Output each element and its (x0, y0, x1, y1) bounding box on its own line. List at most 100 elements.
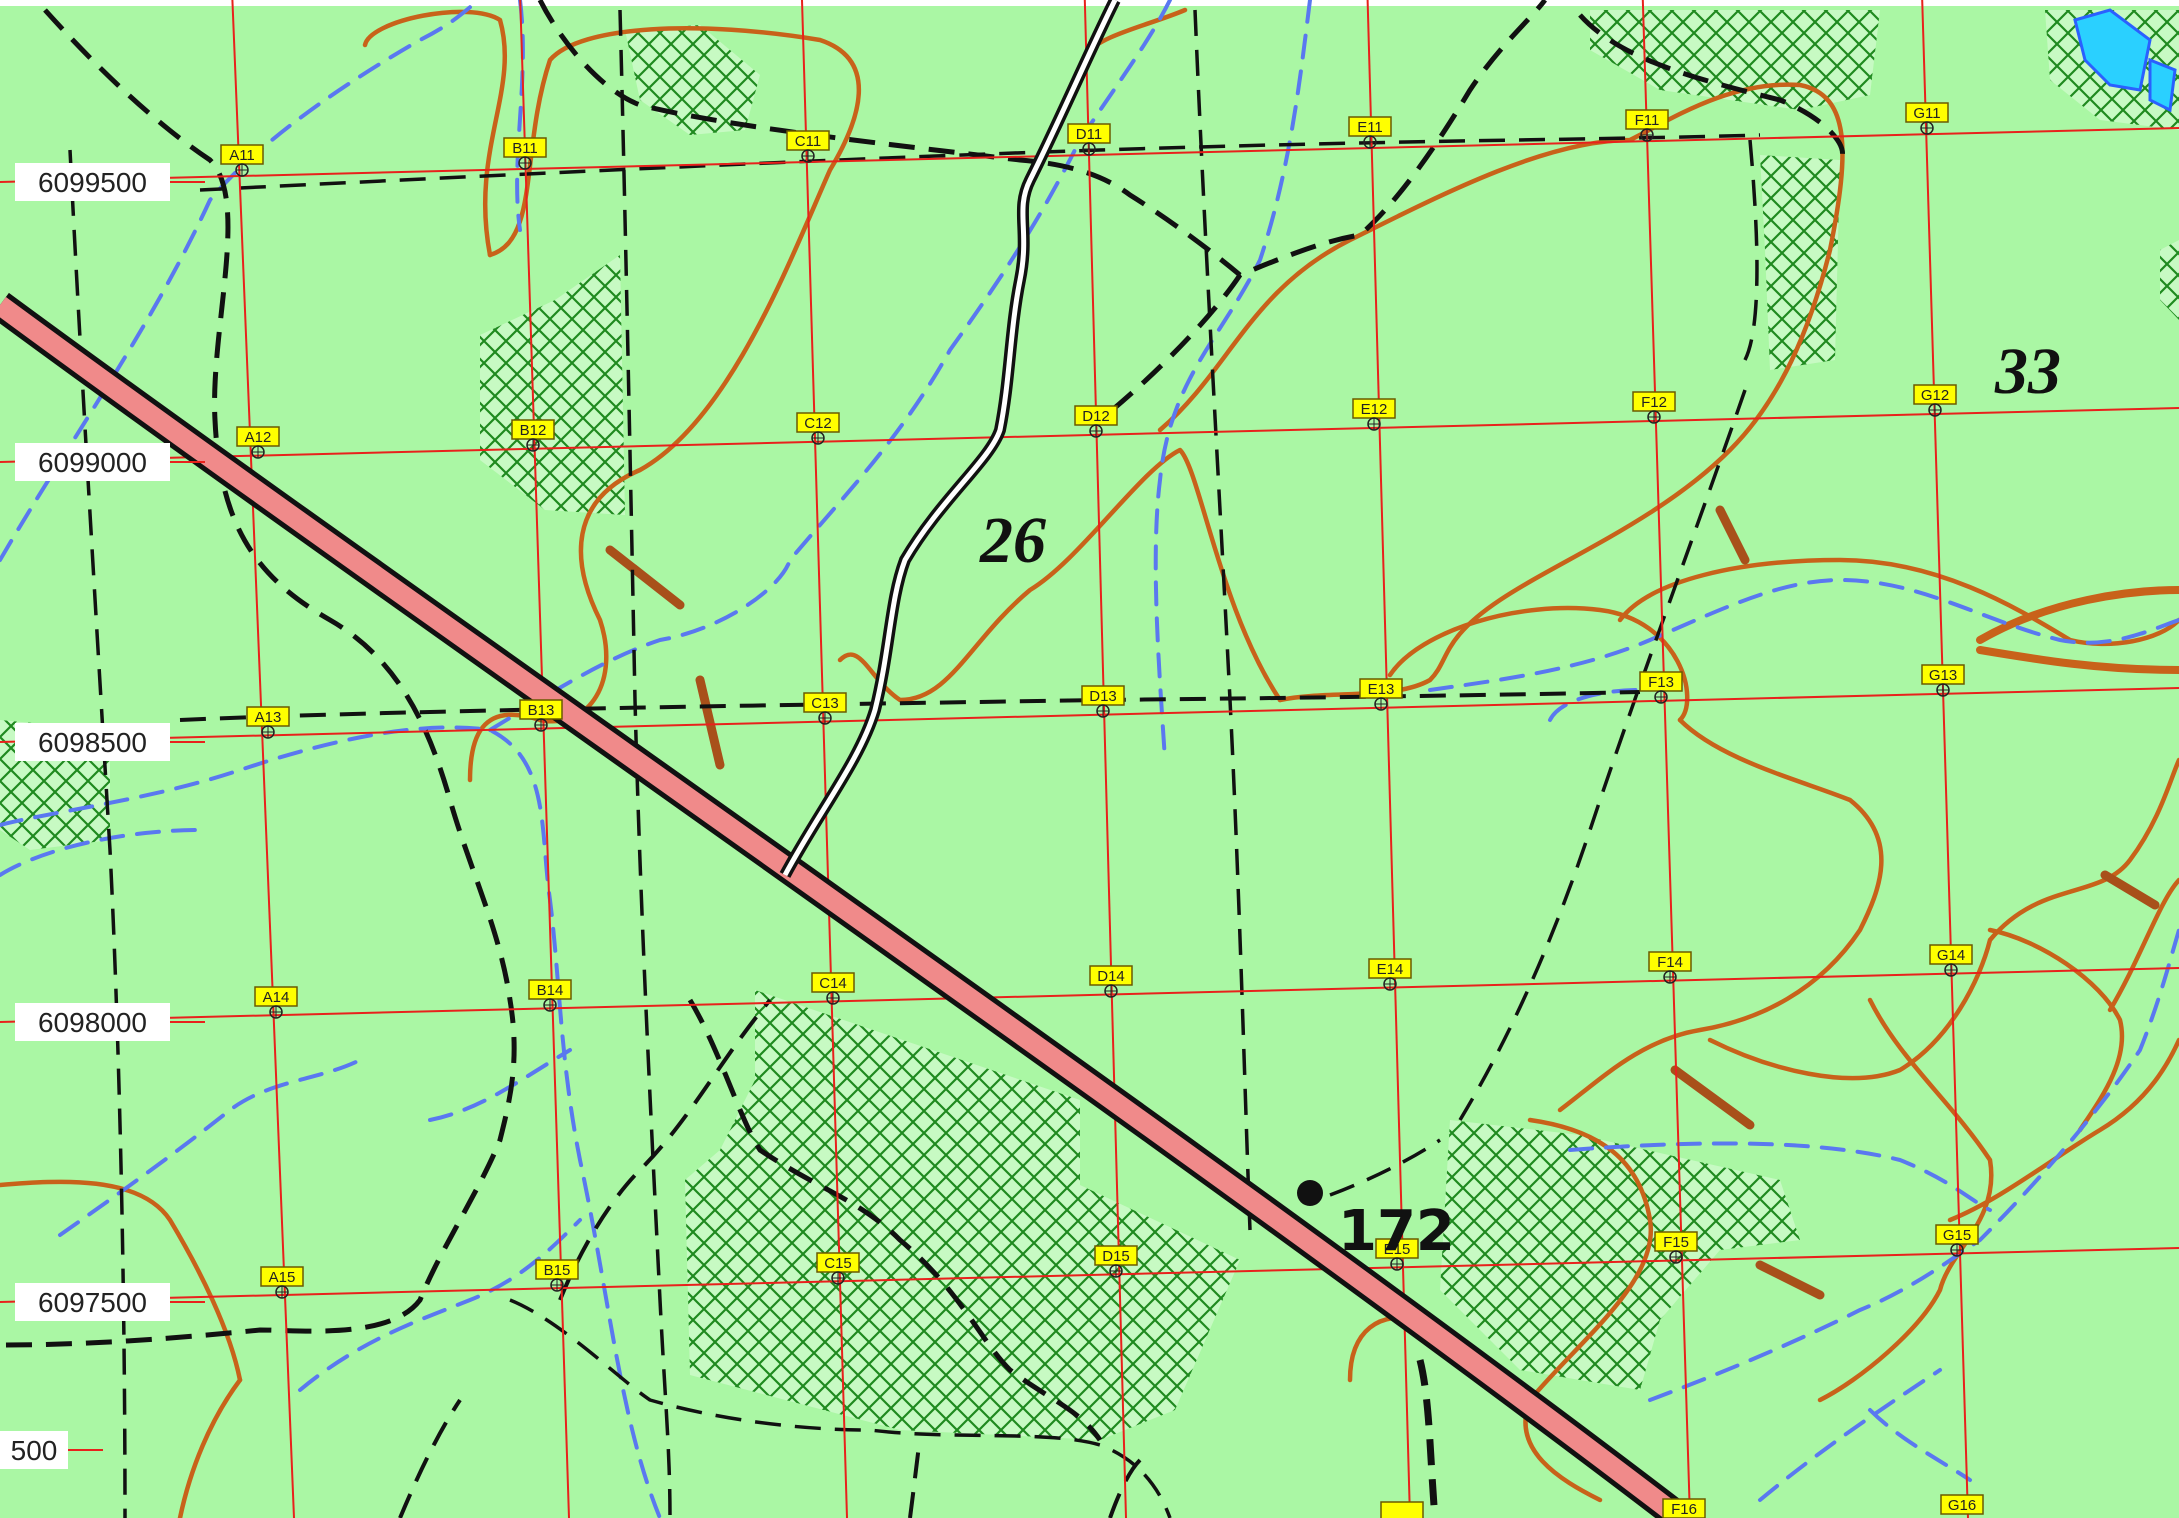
northing-label-6097500: 6097500 (38, 1287, 147, 1318)
track-4 (199, 133, 1761, 192)
grid-label-a15: A15 (269, 1269, 296, 1286)
stream-3 (1153, 0, 1312, 762)
track-11 (509, 1298, 1172, 1518)
map-text: 26 33 172 (979, 335, 2061, 1264)
grid-point-e13: E13 (1359, 678, 1403, 711)
grid-point-g16: G16 (1940, 1494, 1984, 1515)
grid-label-f16: F16 (1671, 1501, 1697, 1518)
grid-point-c15: C15 (816, 1252, 860, 1285)
grid-label-a11: A11 (229, 147, 255, 164)
grid-point-a15: A15 (260, 1266, 304, 1299)
stream-0 (0, 0, 482, 562)
grid-label-b11: B11 (512, 140, 538, 157)
grid-label-e12: E12 (1361, 401, 1388, 418)
highway-fill (0, 296, 1687, 1518)
contour-line-8 (1707, 757, 2179, 1081)
slope-tick-5 (2100, 870, 2160, 910)
forest-patch-2 (1760, 155, 1840, 370)
grid-point-c13: C13 (803, 692, 847, 725)
contour-line-7 (1557, 717, 1884, 1113)
water-layer (2073, 8, 2177, 113)
track-6 (618, 9, 672, 1518)
grid-point-f16: F16 (1662, 1498, 1706, 1518)
grid-point-g14: G14 (1929, 944, 1973, 977)
contour-line-5 (1387, 605, 1690, 723)
grid-label-box (1940, 1494, 1984, 1515)
track-14 (1416, 1359, 1439, 1518)
northing-label-500: 500 (11, 1435, 58, 1466)
grid-point-b11: B11 (503, 137, 547, 170)
stream-6 (58, 1058, 362, 1237)
grid-line-row-3 (0, 967, 2179, 1023)
slope-tick-3 (1670, 1065, 1755, 1130)
grid-line-row-4 (0, 1247, 2179, 1303)
stream-10 (1568, 1141, 1992, 1212)
track-0 (0, 8, 517, 1348)
grid-label-c14: C14 (819, 975, 847, 992)
grid-label-g16: G16 (1948, 1497, 1976, 1514)
grid-point-f11: F11 (1625, 109, 1669, 142)
stream-11 (1648, 928, 2179, 1402)
grid-label-c12: C12 (804, 415, 832, 432)
slope-tick-1 (695, 675, 725, 770)
contour-line-10 (1817, 997, 1994, 1403)
grid-point-e12: E12 (1352, 398, 1396, 431)
grid-point-d11: D11 (1067, 123, 1111, 156)
contour-line-3 (1157, 82, 1845, 703)
spot-height-value: 172 (1338, 1199, 1455, 1264)
grid-label-a13: A13 (255, 709, 282, 726)
grid-point-e15: E15 (1375, 1238, 1419, 1271)
track-8 (1743, 139, 1759, 361)
grid-point-b15: B15 (535, 1259, 579, 1292)
forest-patch-7 (685, 990, 1240, 1440)
grid-point-g11: G11 (1905, 102, 1949, 135)
track-3 (1578, 13, 1845, 162)
stream-9 (1428, 577, 2179, 692)
grid-point-g15: G15 (1935, 1224, 1979, 1257)
grid-point-f15: F15 (1654, 1231, 1698, 1264)
grid-label-f11: F11 (1635, 112, 1660, 129)
northing-label-6098500: 6098500 (38, 727, 147, 758)
slope-tick-4 (1755, 1260, 1825, 1300)
grid-label-d12: D12 (1082, 408, 1110, 425)
grid-point-f14: F14 (1648, 951, 1692, 984)
grid-label-g13: G13 (1929, 667, 1957, 684)
northing-label-box-2 (15, 723, 170, 761)
northing-label-box-1 (15, 443, 170, 481)
grid-label-e13: E13 (1368, 681, 1395, 698)
grid-label-b14: B14 (537, 982, 564, 999)
grid-line-col-0 (231, 0, 295, 1518)
grid-label-c13: C13 (811, 695, 839, 712)
northing-label-6099000: 6099000 (38, 447, 147, 478)
grid-point-d12: D12 (1074, 405, 1118, 438)
contour-line-4 (837, 447, 1283, 703)
stream-8 (298, 1218, 582, 1392)
grid-label-d15: D15 (1102, 1248, 1130, 1265)
grid-label-a14: A14 (263, 989, 290, 1006)
grid-line-col-5 (1641, 0, 1691, 1518)
track-12 (687, 998, 1103, 1442)
grid-label-g12: G12 (1921, 387, 1949, 404)
track-7 (1193, 9, 1252, 1231)
grid-point-e16 (1380, 1501, 1424, 1518)
grid-label-f13: F13 (1648, 674, 1674, 691)
lake-1 (2073, 8, 2152, 92)
grid-point-d15: D15 (1094, 1245, 1138, 1278)
track-1 (537, 0, 1547, 278)
sector-number-33: 33 (1994, 335, 2061, 408)
track-17 (908, 1439, 922, 1518)
grid-line-row-1 (0, 407, 2179, 463)
track-2 (1098, 273, 1243, 422)
grid-label-g15: G15 (1943, 1227, 1971, 1244)
grid-point-f13: F13 (1639, 671, 1683, 704)
grid-point-a11: A11 (220, 144, 264, 177)
track-15 (558, 998, 772, 1301)
contour-line-13 (177, 1377, 243, 1518)
grid-label-e15: E15 (1384, 1241, 1411, 1258)
grid-point-c11: C11 (786, 130, 830, 163)
sector-number-26: 26 (979, 504, 1046, 577)
forest-patch-4 (2160, 240, 2179, 320)
